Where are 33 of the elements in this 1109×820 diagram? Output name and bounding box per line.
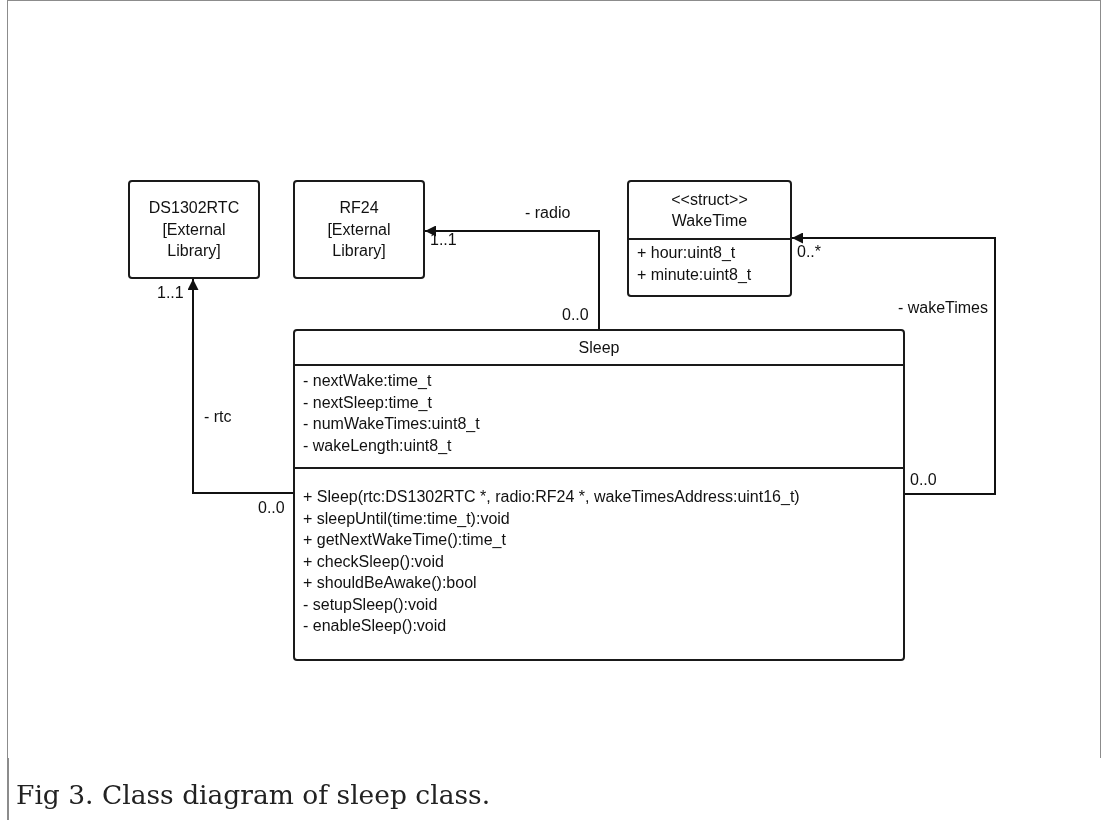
multiplicity-label: 0..0 bbox=[910, 471, 937, 489]
method-text: + sleepUntil(time:time_t):void bbox=[303, 508, 510, 529]
class-name: Sleep bbox=[578, 337, 620, 358]
class-name: RF24 bbox=[339, 198, 379, 219]
association-arrow bbox=[424, 225, 600, 330]
class-name: WakeTime bbox=[671, 211, 748, 231]
class-box bbox=[627, 180, 792, 297]
class-box bbox=[293, 329, 905, 661]
method-text: + checkSleep():void bbox=[303, 551, 444, 572]
association-arrow bbox=[791, 232, 996, 495]
method-text: + Sleep(rtc:DS1302RTC *, radio:RF24 *, wakeTimesAddress:uint16_t) bbox=[303, 487, 800, 507]
method-text: + getNextWakeTime():time_t bbox=[303, 530, 506, 550]
attribute-text: + minute:uint8_t bbox=[637, 264, 752, 285]
attribute-text: + hour:uint8_t bbox=[637, 243, 736, 263]
class-box bbox=[128, 180, 260, 279]
attribute-text: - wakeLength:uint8_t bbox=[303, 435, 452, 456]
stereotype-label: <<struct>> bbox=[671, 189, 748, 210]
library-note: [External Library] bbox=[161, 219, 227, 262]
library-note: [External Library] bbox=[326, 219, 392, 262]
association-arrow bbox=[187, 278, 294, 494]
figure-caption: Fig 3. Class diagram of sleep class. bbox=[16, 779, 491, 811]
multiplicity-label: 1..1 bbox=[157, 284, 184, 302]
multiplicity-label: 0..0 bbox=[562, 306, 589, 324]
attribute-text: - numWakeTimes:uint8_t bbox=[303, 414, 480, 434]
method-text: - enableSleep():void bbox=[303, 616, 447, 636]
method-text: - setupSleep():void bbox=[303, 594, 438, 615]
class-box bbox=[293, 180, 425, 279]
attribute-text: - nextSleep:time_t bbox=[303, 392, 432, 413]
attribute-text: - nextWake:time_t bbox=[303, 371, 432, 391]
multiplicity-label: 0..* bbox=[797, 243, 821, 261]
method-text: + shouldBeAwake():bool bbox=[303, 573, 477, 593]
class-name: DS1302RTC bbox=[148, 198, 240, 219]
multiplicity-label: 0..0 bbox=[258, 499, 285, 517]
